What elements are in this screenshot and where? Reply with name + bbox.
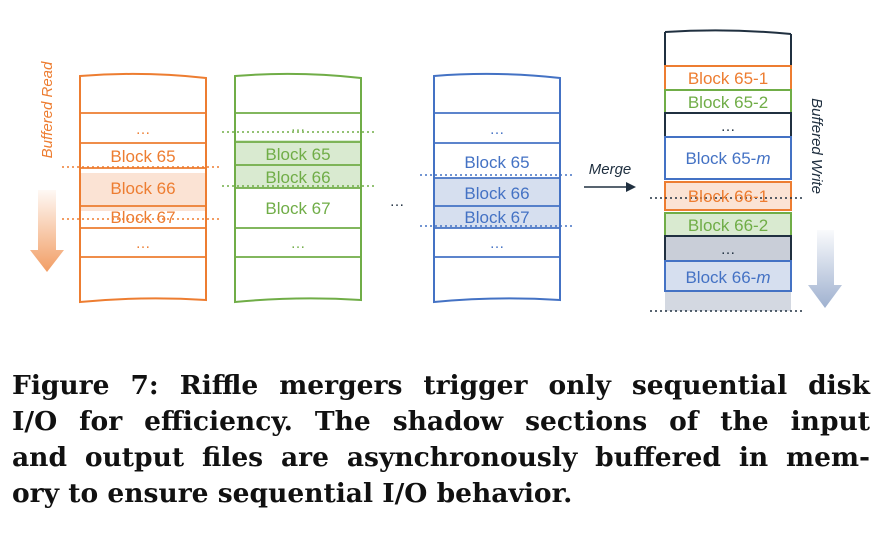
output-block-66-m: Block 66-m [685, 268, 770, 287]
input-file-blue: … Block 65 Block 66 Block 67 … [420, 72, 574, 304]
read-direction-arrow [30, 190, 64, 272]
output-ellipsis-2: … [721, 241, 736, 258]
input-file-orange: … Block 65 Block 66 Block 67 … [62, 72, 220, 304]
blue-block-66: Block 66 [464, 184, 529, 203]
buffer-shadow [434, 178, 560, 228]
blue-block-67: Block 67 [464, 208, 529, 227]
output-file: Block 65-1 Block 65-2 … Block 65-m Block… [650, 29, 805, 312]
output-block-65-1: Block 65-1 [688, 69, 768, 88]
orange-ellipsis-bottom: … [136, 235, 151, 252]
blue-ellipsis-top: … [490, 121, 505, 138]
output-block-66-1: Block 66-1 [688, 187, 768, 206]
output-ellipsis-1: … [721, 118, 736, 135]
input-file-green: … Block 65 Block 66 Block 67 … [222, 72, 374, 304]
more-files-ellipsis: … [390, 193, 405, 210]
orange-block-66: Block 66 [110, 179, 175, 198]
orange-ellipsis-top: … [136, 121, 151, 138]
orange-block-65: Block 65 [110, 147, 175, 166]
write-direction-arrow [808, 230, 842, 308]
green-block-66: Block 66 [265, 168, 330, 187]
buffered-read-label: Buffered Read [39, 61, 56, 158]
output-block-66-2: Block 66-2 [688, 216, 768, 235]
green-block-67: Block 67 [265, 199, 330, 218]
orange-block-67: Block 67 [110, 208, 175, 227]
merge-arrow-icon [584, 182, 636, 192]
green-ellipsis-bottom: … [291, 235, 306, 252]
caption-line-2: I/O for efficiency. The shadow sections … [12, 406, 870, 437]
caption-line-1: Figure 7: Riffle mergers trigger only se… [12, 370, 870, 401]
figure-caption: Figure 7: Riffle mergers trigger only se… [12, 368, 870, 512]
buffer-shadow [235, 140, 361, 188]
blue-ellipsis-bottom: … [490, 235, 505, 252]
green-block-65: Block 65 [265, 145, 330, 164]
output-block-65-2: Block 65-2 [688, 93, 768, 112]
merge-label: Merge [589, 161, 632, 178]
caption-line-4: ory to ensure sequential I/O behavior. [12, 478, 573, 509]
buffered-write-label: Buffered Write [808, 98, 825, 194]
caption-line-3: and output files are asynchronously buff… [12, 442, 870, 473]
blue-block-65: Block 65 [464, 153, 529, 172]
green-ellipsis-top: … [291, 118, 306, 135]
buffer-shadow [80, 173, 206, 211]
output-block-65-m: Block 65-m [685, 149, 770, 168]
merge-diagram: Buffered Read … Block 65 Block 66 Block … [30, 29, 842, 312]
